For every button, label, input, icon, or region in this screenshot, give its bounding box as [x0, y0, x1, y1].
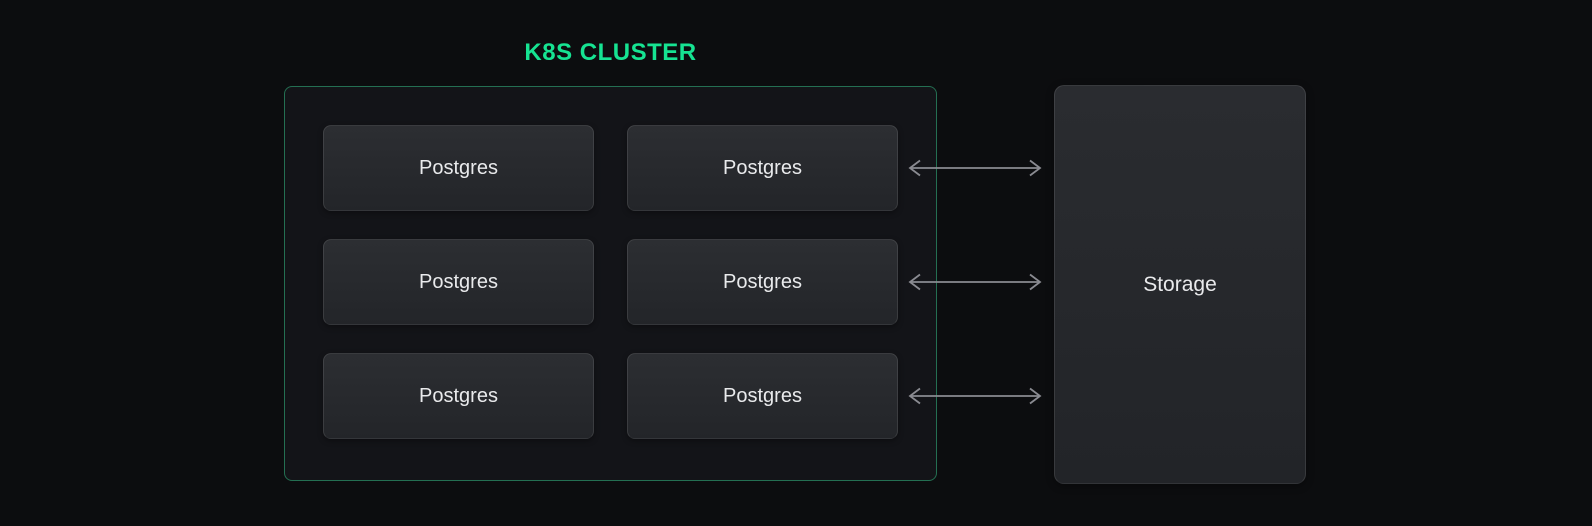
storage-box: Storage — [1054, 85, 1306, 484]
bidirectional-arrow-icon — [903, 157, 1047, 179]
postgres-node-label: Postgres — [419, 384, 498, 407]
postgres-node: Postgres — [323, 353, 594, 439]
postgres-node-label: Postgres — [723, 270, 802, 293]
postgres-node: Postgres — [323, 239, 594, 325]
bidirectional-arrow-icon — [903, 271, 1047, 293]
postgres-node-label: Postgres — [419, 156, 498, 179]
postgres-node: Postgres — [627, 125, 898, 211]
postgres-node-label: Postgres — [723, 384, 802, 407]
cluster-title: K8S CLUSTER — [524, 39, 697, 66]
postgres-node: Postgres — [627, 239, 898, 325]
bidirectional-arrow-icon — [903, 385, 1047, 407]
postgres-node-label: Postgres — [419, 270, 498, 293]
k8s-cluster-box: Postgres Postgres Postgres Postgres Post… — [284, 86, 937, 481]
postgres-node: Postgres — [627, 353, 898, 439]
postgres-node-label: Postgres — [723, 156, 802, 179]
postgres-node: Postgres — [323, 125, 594, 211]
storage-label: Storage — [1143, 272, 1217, 296]
